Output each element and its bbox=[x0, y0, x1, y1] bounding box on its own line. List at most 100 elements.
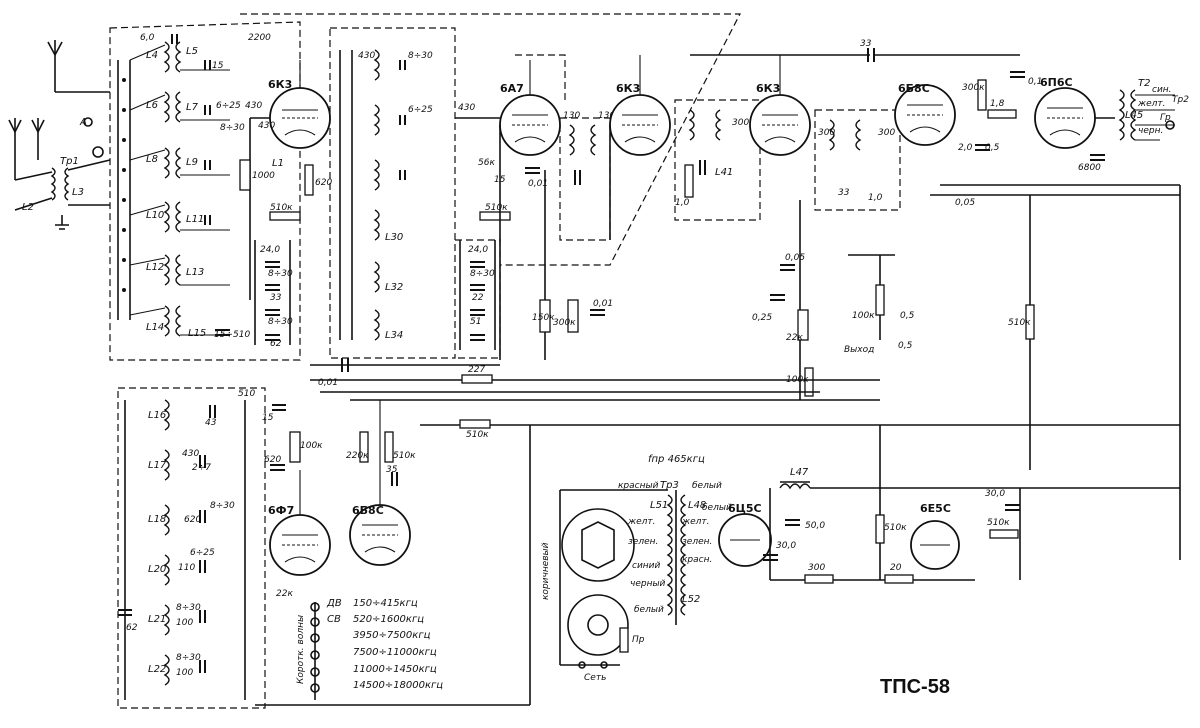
tube-label-2: 6А7 bbox=[500, 82, 524, 95]
cap-6-25-a: 6÷25 bbox=[216, 101, 241, 111]
cap-33-b: 33 bbox=[860, 39, 872, 49]
cap-6-25-c: 6÷25 bbox=[190, 548, 215, 558]
res-430-b: 430 bbox=[258, 121, 275, 131]
input-coils bbox=[129, 41, 230, 337]
coil-label-l52: L52 bbox=[682, 594, 700, 605]
coil-label-l41: L41 bbox=[715, 167, 733, 178]
fuse-label: Пр bbox=[632, 635, 645, 645]
cap-300-b: 300 bbox=[818, 128, 835, 138]
tube-if-amp-2 bbox=[749, 55, 811, 156]
res-1-0-b: 1,0 bbox=[868, 193, 883, 203]
speaker-label: Гр bbox=[1160, 113, 1171, 123]
cap-0-01-a: 0,01 bbox=[528, 179, 548, 189]
tube-mixer bbox=[499, 60, 561, 156]
tube-rectifier bbox=[718, 513, 772, 567]
cap-6800: 6800 bbox=[1078, 163, 1101, 173]
cap-24-0-b: 24,0 bbox=[468, 245, 488, 255]
tube-label-10: 6Ц5С bbox=[728, 502, 762, 515]
coil-label-l5: L5 bbox=[186, 46, 198, 57]
coil-label-l14: L14 bbox=[146, 322, 164, 333]
cap-43: 43 bbox=[205, 418, 217, 428]
res-510k-f: 510к bbox=[884, 523, 907, 533]
trimmer-bank-left bbox=[254, 240, 291, 345]
coil-label-l6: L6 bbox=[146, 100, 158, 111]
res-20: 20 bbox=[890, 563, 902, 573]
res-510k-e: 510к bbox=[393, 451, 416, 461]
cap-0-01-b: 0,01 bbox=[593, 299, 613, 309]
coil-label-l48: L48 bbox=[688, 500, 706, 511]
osc-coils bbox=[118, 399, 216, 686]
tube-label-5: 6Б8С bbox=[898, 82, 930, 95]
res-220k: 220к bbox=[346, 451, 369, 461]
cap-430-e: 430 bbox=[182, 449, 199, 459]
res-300: 300 bbox=[808, 563, 825, 573]
wire-red: красный bbox=[618, 481, 659, 491]
wire-white-b: белый bbox=[702, 503, 732, 513]
coil-label-l22: L22 bbox=[148, 664, 166, 675]
cap-30-0-b: 30,0 bbox=[985, 489, 1005, 499]
cap-33-c: 33 bbox=[838, 188, 850, 198]
cap-35: 35 bbox=[386, 465, 398, 475]
coil-label-l45: L45 bbox=[1125, 110, 1143, 121]
wire-zhelt: желт. bbox=[1137, 99, 1166, 109]
cap-50-0: 50,0 bbox=[805, 521, 825, 531]
cap-8-30-d: 8÷30 bbox=[408, 51, 433, 61]
coil-label-l18: L18 bbox=[148, 514, 166, 525]
tube-label-6: 6П6С bbox=[1040, 76, 1073, 89]
cap-110: 110 bbox=[178, 563, 195, 573]
coil-label-l32: L32 bbox=[385, 282, 403, 293]
coil-label-l7: L7 bbox=[186, 102, 199, 113]
coil-label-l20: L20 bbox=[148, 564, 166, 575]
coil-label-l3: L3 bbox=[72, 187, 84, 198]
cap-15-510: 15÷510 bbox=[214, 330, 250, 340]
rf-band-shield bbox=[329, 27, 456, 359]
cap-6-0: 6,0 bbox=[140, 33, 155, 43]
cap-8-30-b: 8÷30 bbox=[268, 269, 293, 279]
power-transformer bbox=[666, 490, 687, 625]
wire-white-a: белый bbox=[692, 481, 722, 491]
res-430-a: 430 bbox=[245, 101, 262, 111]
tube-tuning-indicator bbox=[910, 520, 960, 570]
res-510k-c: 510к bbox=[1008, 318, 1031, 328]
pot-0-5-b: 0,5 bbox=[898, 341, 913, 351]
coil-label-l34: L34 bbox=[385, 330, 403, 341]
cap-15-a: 15 bbox=[212, 61, 224, 71]
cap-620-c: 620 bbox=[264, 455, 281, 465]
cap-8-30-f: 8÷30 bbox=[210, 501, 235, 511]
trimmer-bank-right bbox=[459, 240, 496, 350]
coil-label-l47: L47 bbox=[790, 467, 809, 478]
coil-label-l17: L17 bbox=[148, 460, 167, 471]
tr2-out-label: Тр2 bbox=[1172, 95, 1189, 105]
cap-22: 22 bbox=[472, 293, 484, 303]
wire-green-a: зелен. bbox=[628, 537, 658, 547]
cap-33-a: 33 bbox=[270, 293, 282, 303]
antenna-label: А bbox=[79, 117, 87, 128]
cap-8-30-h: 8÷30 bbox=[176, 653, 201, 663]
tr3-label: Тр3 bbox=[660, 480, 679, 491]
tube-oscillator bbox=[269, 470, 331, 576]
cap-0-5-a: 0,5 bbox=[985, 143, 1000, 153]
tube-label-3: 6К3 bbox=[616, 82, 640, 95]
tube-label-9: 6Е5С bbox=[920, 502, 951, 515]
tube-rf-amp bbox=[269, 60, 331, 149]
cap-0-05-a: 0,05 bbox=[785, 253, 805, 263]
res-150k: 150к bbox=[532, 313, 555, 323]
if-transformer-3 bbox=[828, 119, 862, 151]
tr2-label: Т2 bbox=[1138, 78, 1150, 89]
band-row-kv2: 7500÷11000кгц bbox=[353, 647, 437, 658]
tube-if-amp-1 bbox=[609, 55, 671, 156]
cap-8-30-a: 8÷30 bbox=[220, 123, 245, 133]
tube-output bbox=[1034, 87, 1096, 149]
output-transformer bbox=[1118, 89, 1175, 141]
tube-label-4: 6К3 bbox=[756, 82, 780, 95]
coil-label-l10: L10 bbox=[146, 210, 164, 221]
res-56k: 56к bbox=[478, 158, 495, 168]
diagram-title: ТПС-58 bbox=[880, 676, 950, 698]
cap-510-b: 510 bbox=[238, 389, 255, 399]
coil-label-l1: L1 bbox=[272, 158, 284, 169]
cap-0-1-a: 0,1 bbox=[1028, 77, 1042, 87]
output-label: Выход bbox=[844, 345, 874, 355]
coil-label-l16: L16 bbox=[148, 410, 166, 421]
oscillator-band-shield bbox=[117, 387, 266, 709]
